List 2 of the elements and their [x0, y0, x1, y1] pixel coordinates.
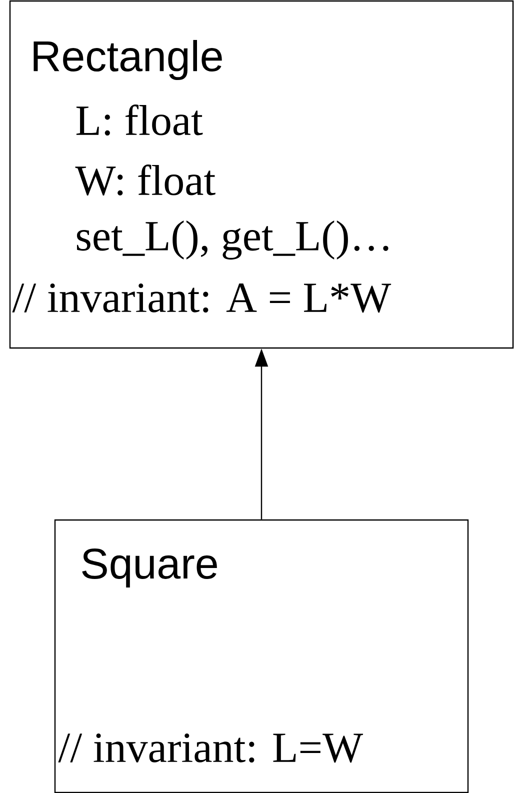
class-box: Rectangle L: float W: float set_L(), get_L()… // invariant: A = L*W [9, 0, 514, 349]
class-box: Square // invariant: L=W [54, 519, 469, 793]
